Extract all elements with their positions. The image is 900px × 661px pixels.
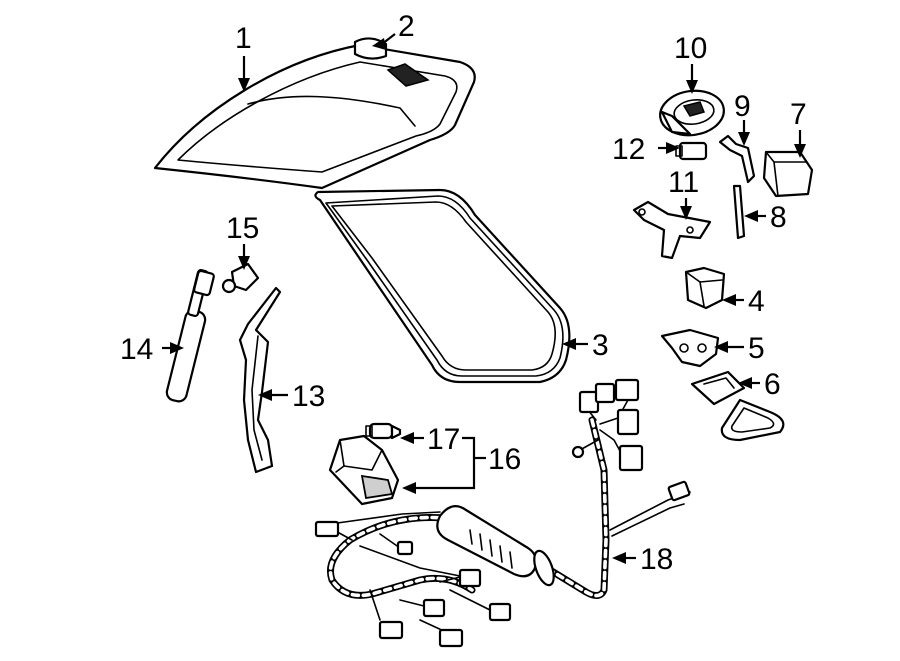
part-6-handle xyxy=(690,370,785,442)
callout-16: 16 xyxy=(488,443,521,476)
part-14-gas-strut xyxy=(165,269,215,403)
part-10-lock-cylinder xyxy=(659,89,725,137)
callout-10: 10 xyxy=(674,32,707,65)
part-12-switch xyxy=(675,141,708,161)
callout-8: 8 xyxy=(770,201,787,234)
part-3-weatherstrip xyxy=(314,188,571,384)
part-9-rod xyxy=(718,134,756,184)
part-4-latch xyxy=(684,266,726,310)
callout-11: 11 xyxy=(668,166,699,199)
callout-13: 13 xyxy=(292,380,325,413)
callout-4: 4 xyxy=(748,285,765,318)
callout-9: 9 xyxy=(734,90,751,123)
part-11-bracket xyxy=(632,200,712,260)
callout-15: 15 xyxy=(226,212,259,245)
callout-7: 7 xyxy=(790,98,807,131)
callout-labels: 1 2 3 4 5 6 7 8 9 10 11 12 13 14 15 16 1… xyxy=(120,10,807,576)
part-5-striker xyxy=(660,328,720,368)
leader-lines xyxy=(162,33,806,564)
part-16-lamp-housing xyxy=(328,434,400,506)
part-18-wiring-harness xyxy=(314,378,691,648)
callout-5: 5 xyxy=(748,332,765,365)
callout-14: 14 xyxy=(120,333,153,366)
part-8-rod xyxy=(732,184,746,240)
callout-12: 12 xyxy=(612,133,645,166)
callout-2: 2 xyxy=(398,10,415,43)
callout-3: 3 xyxy=(592,329,609,362)
callout-1: 1 xyxy=(235,22,252,55)
part-1-trunk-lid xyxy=(153,43,476,190)
callout-6: 6 xyxy=(764,368,781,401)
callout-17: 17 xyxy=(427,423,460,456)
part-15-ball-stud xyxy=(221,262,260,294)
part-13-hinge xyxy=(238,286,282,474)
callout-18: 18 xyxy=(640,543,673,576)
part-17-bulb xyxy=(365,422,402,440)
part-7-actuator xyxy=(762,150,814,198)
